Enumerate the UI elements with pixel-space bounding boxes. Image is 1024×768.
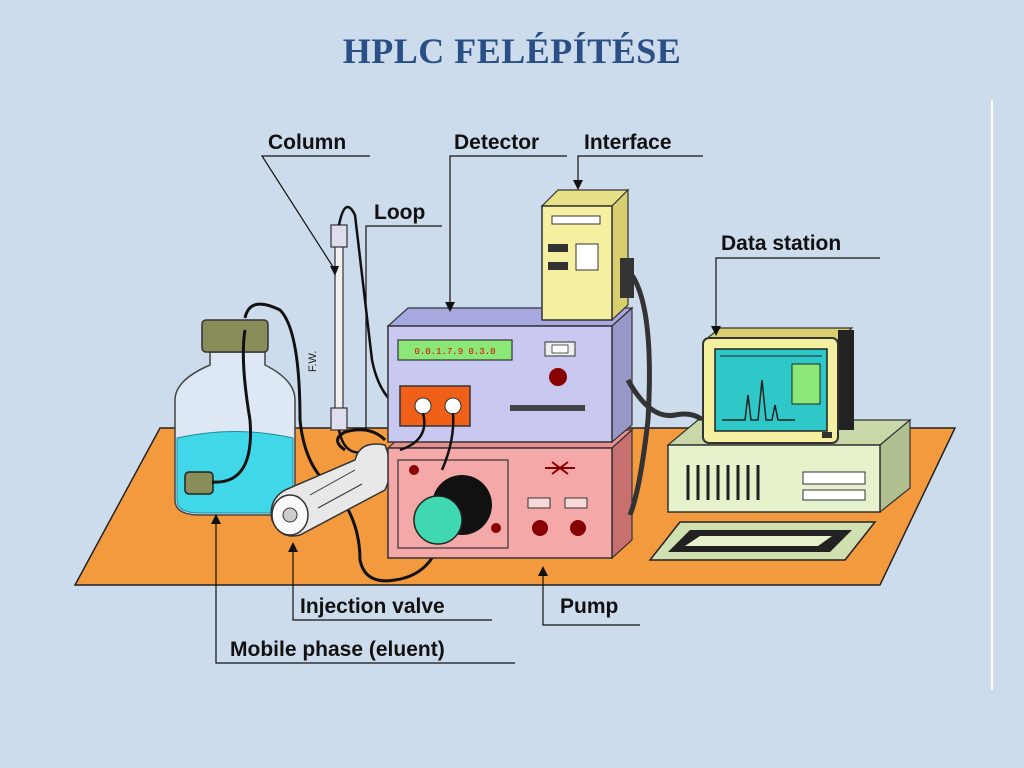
label-mobile-phase: Mobile phase (eluent)	[230, 638, 445, 661]
callout-arrows	[211, 180, 721, 576]
label-loop: Loop	[374, 201, 425, 224]
monitor	[702, 327, 854, 444]
label-injection-valve: Injection valve	[300, 595, 445, 618]
interface-unit	[540, 188, 634, 322]
interface-cable	[626, 268, 652, 516]
label-data-station: Data station	[721, 232, 841, 255]
pump-unit	[386, 428, 634, 560]
slide-divider	[991, 100, 993, 690]
detector-unit: 0.0.1.7.9 0.3.0	[386, 306, 634, 471]
eluent-bottle	[174, 319, 296, 516]
label-column: Column	[268, 131, 346, 154]
injection-valve	[270, 428, 391, 537]
callout-lines	[215, 155, 880, 664]
label-interface: Interface	[584, 131, 672, 154]
keyboard	[648, 521, 877, 561]
detector-readout: 0.0.1.7.9 0.3.0	[414, 347, 495, 357]
column-mark: F.W.	[307, 351, 319, 372]
page-title: HPLC FELÉPÍTÉSE	[342, 31, 682, 71]
label-detector: Detector	[454, 131, 539, 154]
label-pump: Pump	[560, 595, 618, 618]
